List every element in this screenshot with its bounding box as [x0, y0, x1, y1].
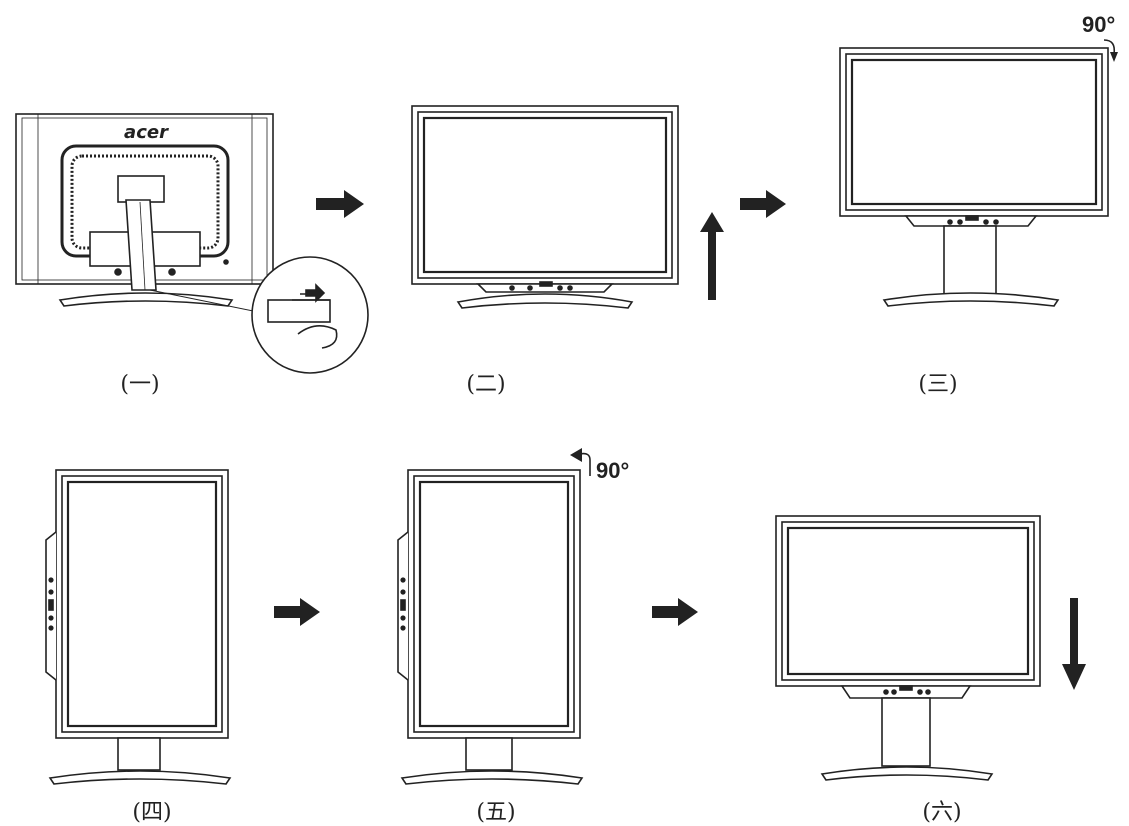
- right-arrow-icon: [316, 190, 364, 218]
- rotate-clockwise-icon: [1110, 52, 1118, 62]
- rotation-label: 90°: [1082, 12, 1116, 37]
- monitor-portrait: [45, 469, 232, 785]
- down-arrow-icon: [1062, 598, 1086, 690]
- monitor-rear-view: [15, 113, 369, 374]
- right-arrow-icon: [652, 598, 698, 626]
- step-caption: (三): [918, 372, 958, 397]
- step-caption: (一): [120, 372, 160, 397]
- monitor-landscape-raised: [839, 47, 1109, 307]
- monitor-landscape-lowered: [411, 105, 679, 309]
- step-caption: (六): [922, 800, 962, 825]
- monitor-portrait-rotating: [397, 469, 584, 785]
- right-arrow-icon: [274, 598, 320, 626]
- step-caption: (五): [476, 800, 516, 825]
- right-arrow-icon: [740, 190, 786, 218]
- step-caption: (四): [132, 800, 172, 825]
- step-caption: (二): [466, 372, 506, 397]
- rotation-label: 90°: [596, 458, 630, 483]
- monitor-landscape-final: [775, 515, 1041, 781]
- acer-logo: acer: [124, 122, 169, 143]
- rotate-counterclockwise-icon: [570, 448, 582, 462]
- up-arrow-icon: [700, 212, 724, 300]
